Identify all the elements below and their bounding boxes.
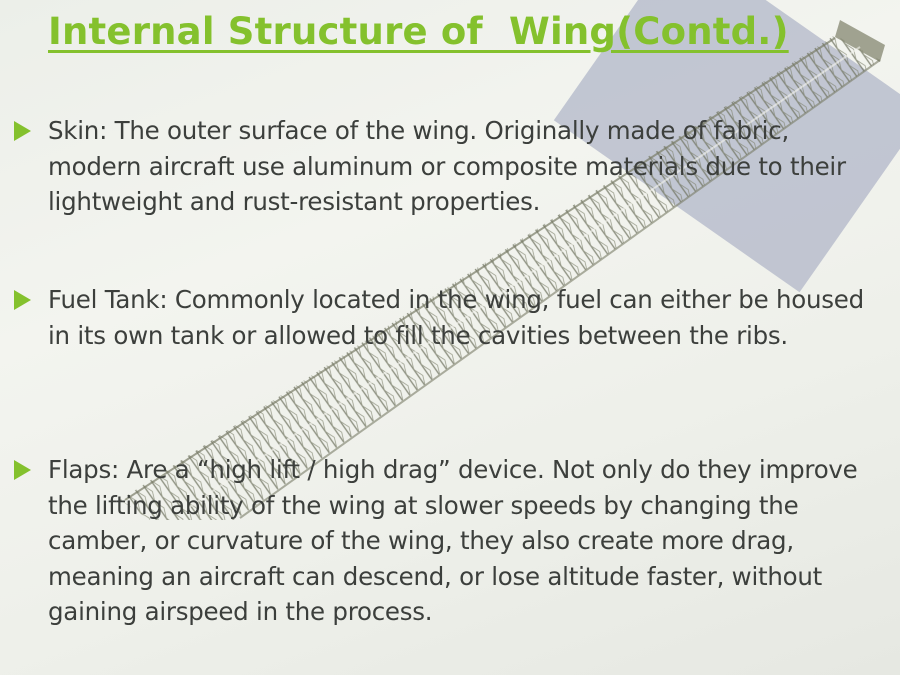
triangle-bullet-icon: [14, 460, 31, 480]
bullet-text: Flaps: Are a “high lift / high drag” dev…: [48, 455, 858, 626]
bullet-text: Fuel Tank: Commonly located in the wing,…: [48, 285, 864, 350]
slide-title: Internal Structure of Wing(Contd.): [48, 10, 789, 53]
bullet-item-flaps: Flaps: Are a “high lift / high drag” dev…: [14, 452, 878, 630]
triangle-bullet-icon: [14, 290, 31, 310]
bullet-text: Skin: The outer surface of the wing. Ori…: [48, 116, 846, 216]
bullet-item-fuel-tank: Fuel Tank: Commonly located in the wing,…: [14, 282, 878, 353]
bullet-item-skin: Skin: The outer surface of the wing. Ori…: [14, 113, 878, 220]
triangle-bullet-icon: [14, 121, 31, 141]
